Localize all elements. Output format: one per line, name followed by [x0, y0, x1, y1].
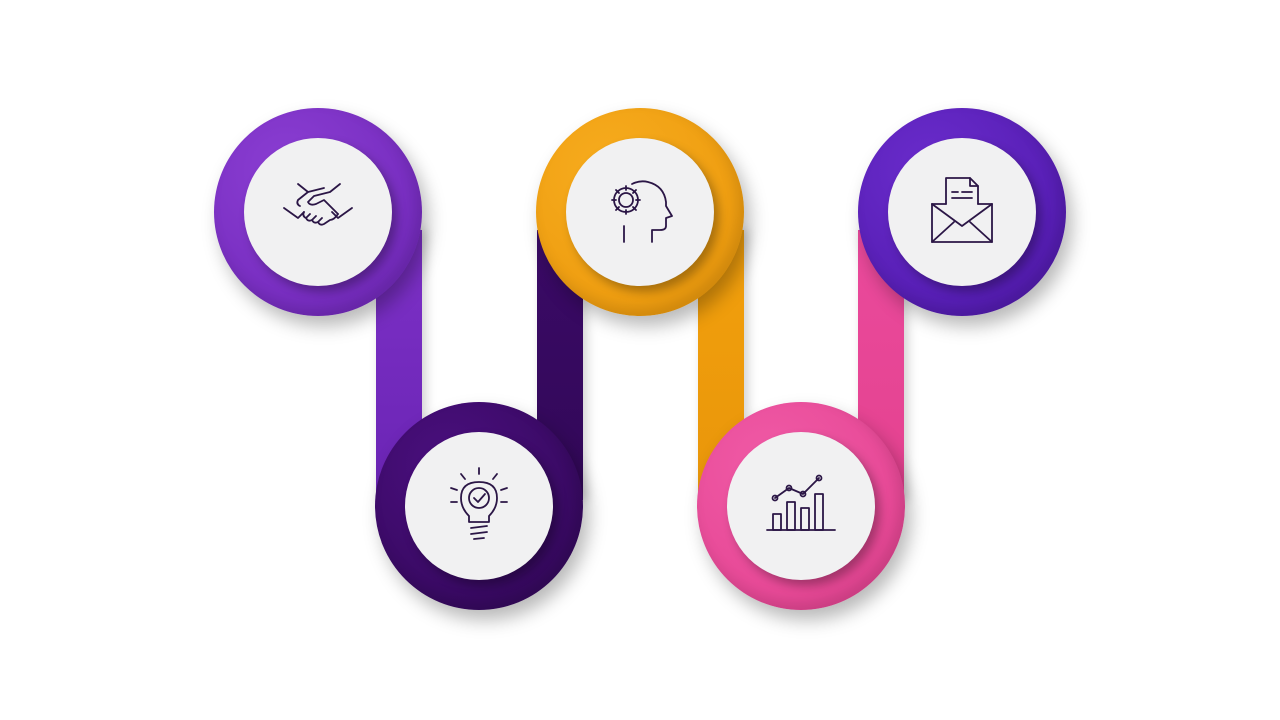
step-5-node	[858, 108, 1066, 316]
step-4-disc	[727, 432, 875, 580]
step-3-node	[536, 108, 744, 316]
head-gear-icon	[600, 170, 680, 255]
step-2-node	[375, 402, 583, 610]
envelope-letter-icon	[922, 170, 1002, 255]
handshake-icon	[278, 170, 358, 255]
step-1-node	[214, 108, 422, 316]
bar-chart-trend-icon	[761, 464, 841, 549]
lightbulb-check-icon	[439, 464, 519, 549]
step-3-disc	[566, 138, 714, 286]
step-2-disc	[405, 432, 553, 580]
step-4-node	[697, 402, 905, 610]
step-1-disc	[244, 138, 392, 286]
step-5-disc	[888, 138, 1036, 286]
